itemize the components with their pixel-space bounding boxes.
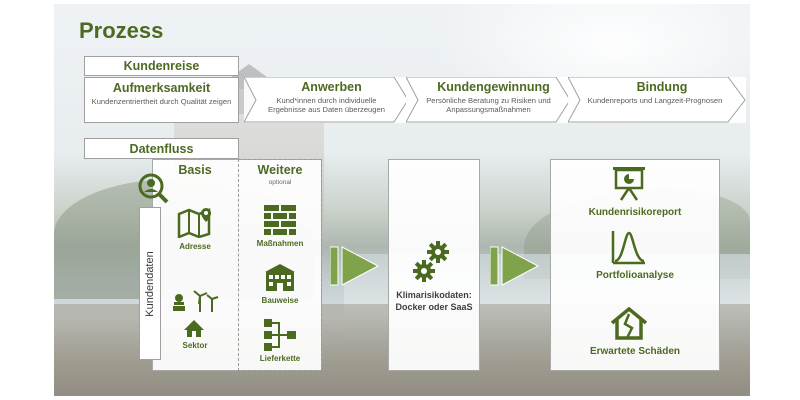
brick-wall-icon — [264, 205, 296, 235]
journey-step-bindung: Bindung Kundenreports und Langzeit-Progn… — [568, 77, 746, 123]
page-title: Prozess — [79, 18, 164, 43]
building-icon — [265, 264, 295, 291]
output-kundenrisikoreport: Kundenrisikoreport — [588, 207, 682, 218]
gears-icon — [413, 241, 449, 282]
map-pin-icon — [177, 208, 211, 238]
weitere-heading: Weitere — [257, 163, 303, 177]
climate-risk-panel — [388, 159, 480, 371]
journey-step-text: Persönliche Beratung zu Risiken und Anpa… — [426, 96, 551, 114]
kundendaten-label: Kundendaten — [144, 250, 156, 317]
journey-step-title: Aufmerksamkeit — [112, 81, 211, 95]
journey-step-text: Kundenzentriertheit durch Qualität zeige… — [91, 97, 232, 106]
datenfluss-header: Datenfluss — [84, 138, 239, 159]
weitere-item-lieferkette: Lieferkette — [259, 354, 301, 363]
weitere-subtitle: optional — [268, 179, 292, 186]
climate-risk-label-2: Docker oder SaaS — [395, 302, 473, 312]
kundendaten-bar: Kundendaten — [139, 207, 161, 360]
journey-step-title: Anwerben — [301, 80, 362, 94]
flow-arrow-icon — [490, 246, 540, 286]
journey-step-text: Kundenreports und Langzeit-Prognosen — [587, 96, 723, 105]
output-panel — [550, 159, 720, 371]
journey-step-title: Kundengewinnung — [437, 80, 550, 94]
flow-arrow-icon — [330, 246, 380, 286]
basis-item-sektor: Sektor — [182, 341, 208, 350]
journey-step-text: Kund*innen durch individuelle Ergebnisse… — [268, 96, 385, 114]
climate-risk-label-1: Klimarisikodaten: — [396, 290, 472, 300]
basis-heading: Basis — [178, 163, 212, 177]
output-erwartete-schaeden: Erwartete Schäden — [589, 346, 681, 357]
journey-step-anwerben: Anwerben Kund*innen durch individuelle E… — [244, 77, 409, 123]
journey-step-aufmerksamkeit: Aufmerksamkeit Kundenzentriertheit durch… — [84, 77, 239, 123]
output-portfolioanalyse: Portfolioanalyse — [596, 270, 674, 281]
distribution-curve-icon — [611, 231, 645, 265]
weitere-item-massnahmen: Maßnahmen — [256, 239, 304, 248]
sector-icon — [173, 290, 219, 337]
journey-step-kundengewinnung: Kundengewinnung Persönliche Beratung zu … — [406, 77, 571, 123]
supply-chain-icon — [264, 319, 296, 351]
optional-data-panel — [238, 159, 322, 371]
damaged-house-icon — [610, 306, 648, 340]
kundenreise-header: Kundenreise — [84, 56, 239, 76]
journey-step-title: Bindung — [636, 80, 688, 94]
user-search-icon — [138, 173, 169, 204]
basis-item-adresse: Adresse — [179, 242, 211, 251]
presentation-chart-icon — [613, 167, 645, 201]
weitere-item-bauweise: Bauweise — [261, 296, 299, 305]
